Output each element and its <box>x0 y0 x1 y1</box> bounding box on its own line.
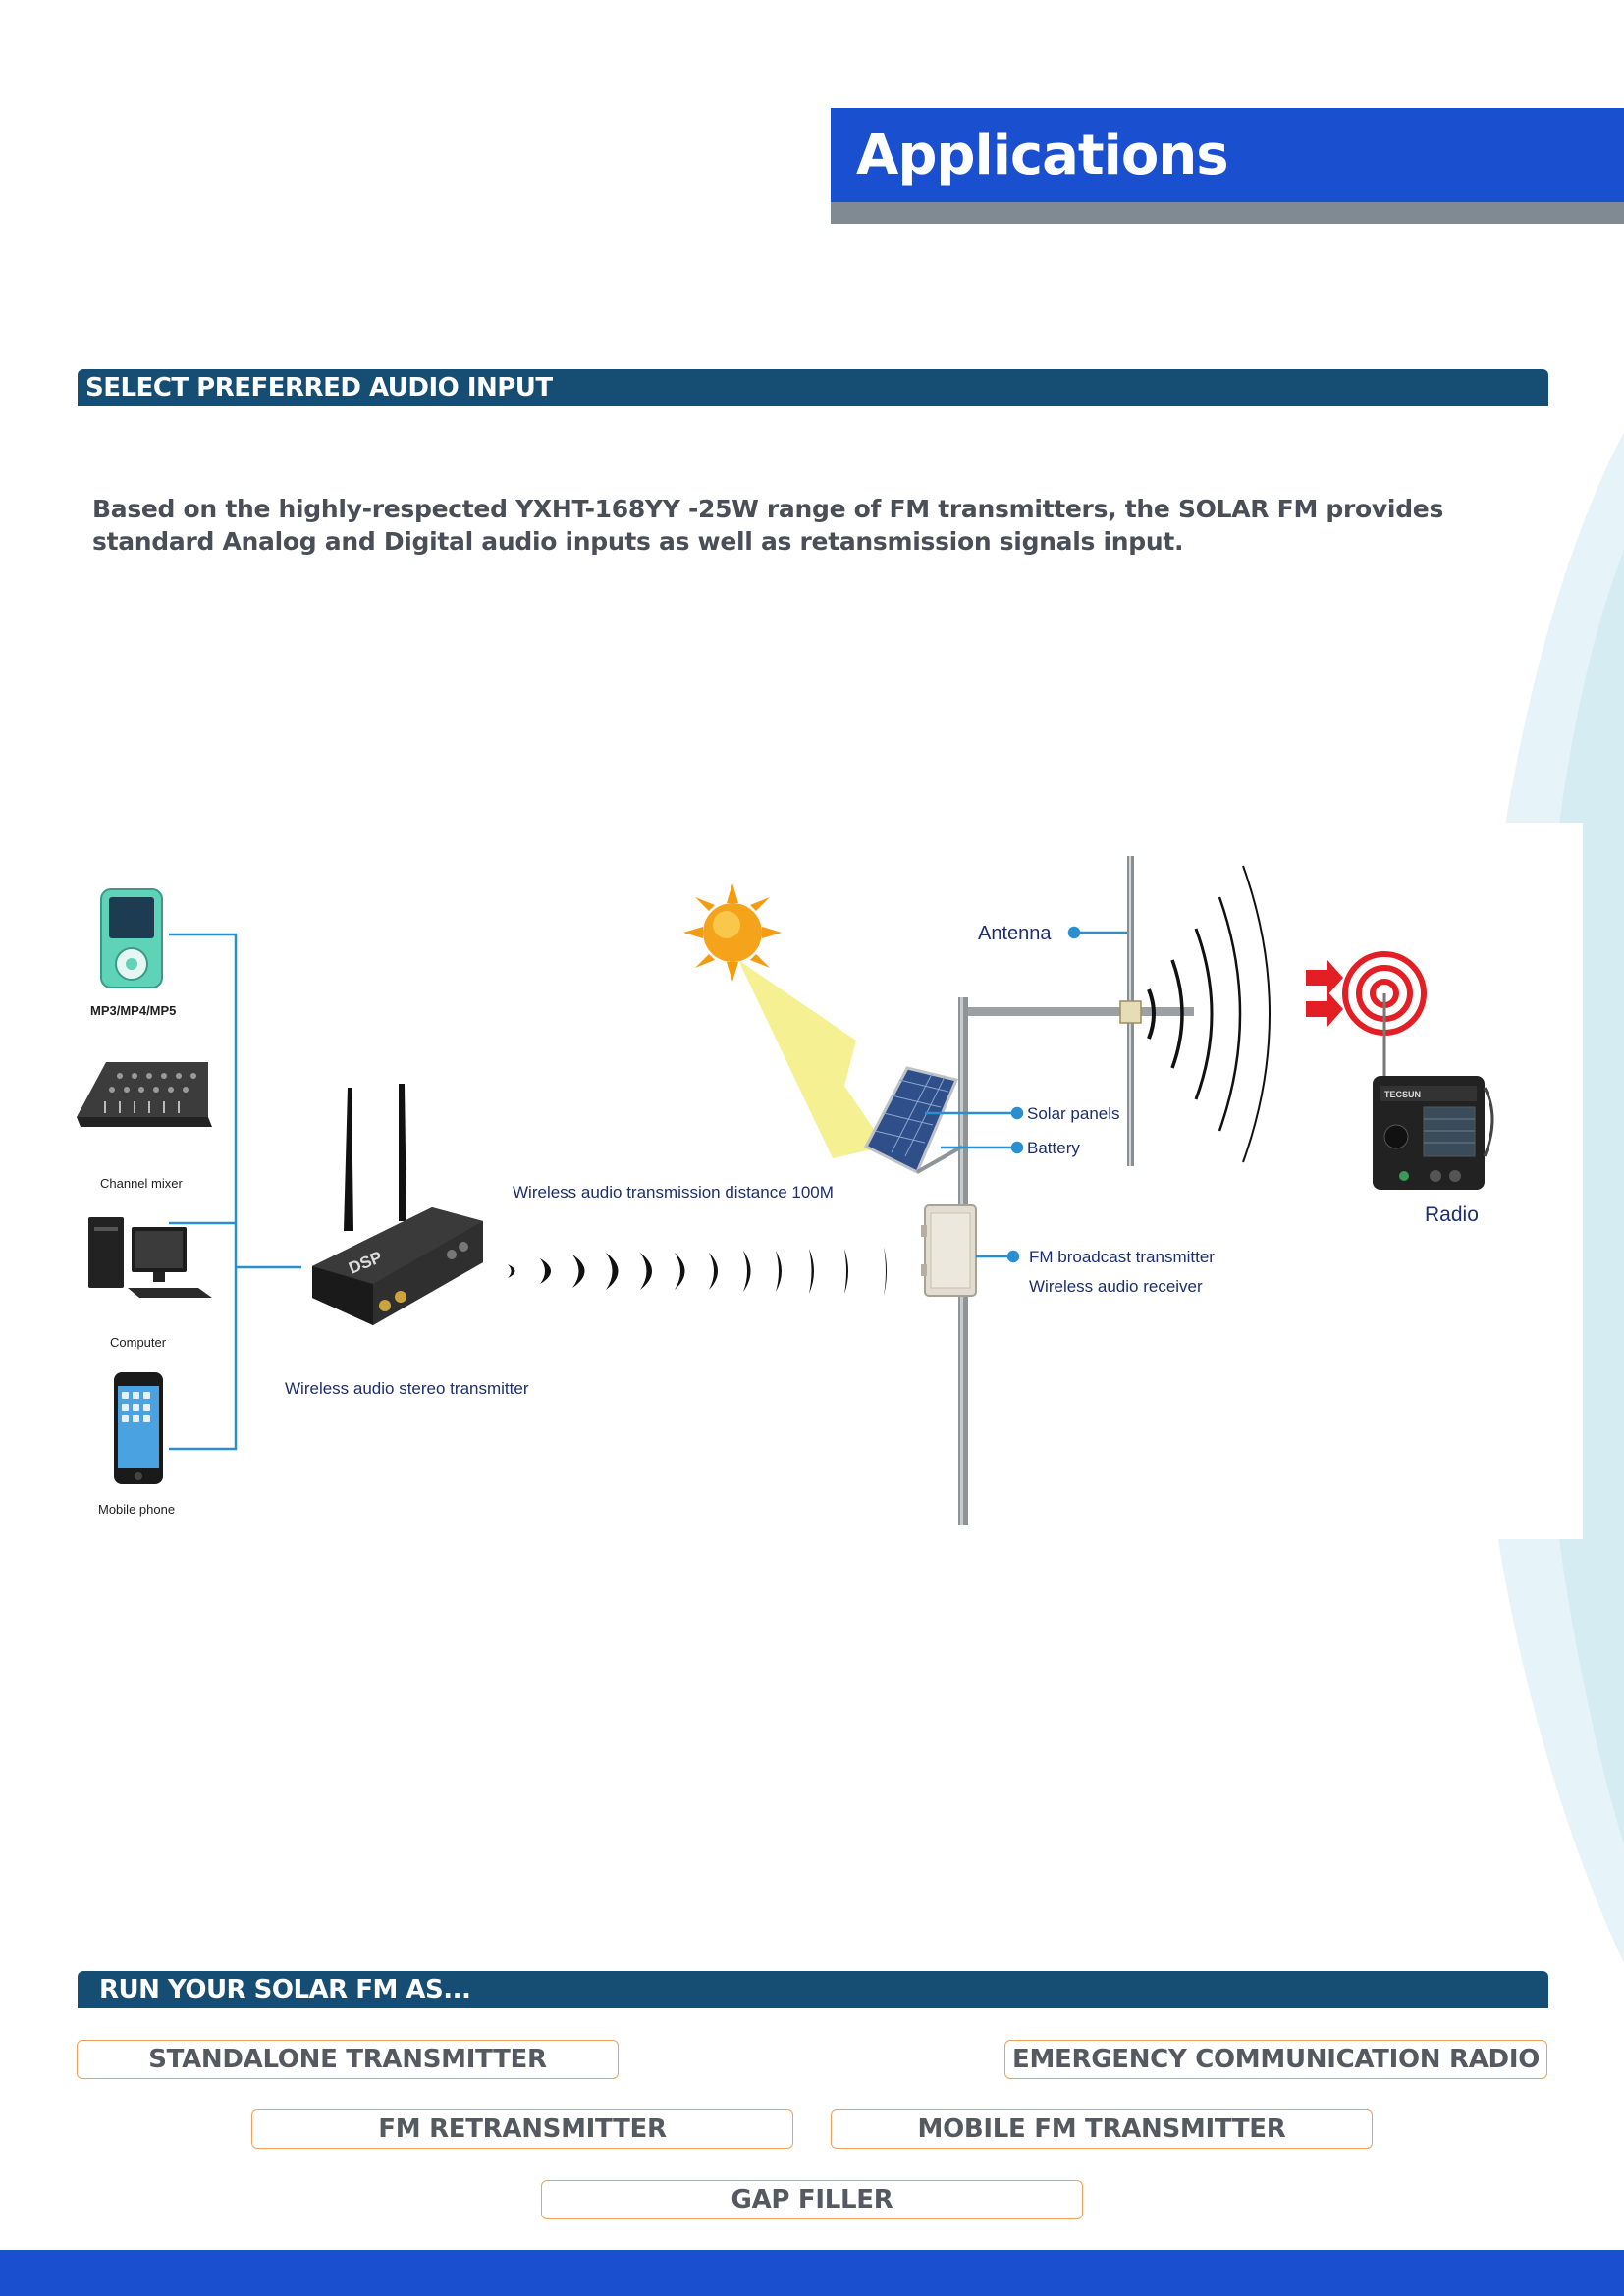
source-label-computer: Computer <box>110 1335 167 1350</box>
transmission-distance-label: Wireless audio transmission distance 100… <box>513 1183 834 1201</box>
wireless-waves-icon <box>508 1247 887 1296</box>
source-label-channel-mixer: Channel mixer <box>100 1176 183 1191</box>
battery-label: Battery <box>1027 1139 1080 1157</box>
mobile-phone-icon <box>114 1372 163 1484</box>
mp3-player-icon <box>100 888 163 988</box>
antenna-icon <box>1119 856 1142 1166</box>
dsp-transmitter-icon: DSP <box>312 1084 483 1325</box>
sun-icon <box>683 883 886 1158</box>
intro-paragraph: Based on the highly-respected YXHT-168YY… <box>92 495 1444 556</box>
solar-battery-callouts <box>925 1106 1024 1154</box>
solar-panel-icon <box>863 1066 963 1175</box>
option-gap-filler: GAP FILLER <box>541 2180 1083 2219</box>
fm-transmitter-label: FM broadcast transmitter <box>1029 1248 1215 1266</box>
fm-transmitter-enclosure-icon <box>921 1204 977 1297</box>
channel-mixer-icon <box>77 1062 212 1127</box>
solar-panels-label: Solar panels <box>1027 1104 1120 1123</box>
source-connector-lines <box>169 933 301 1451</box>
option-mobile-fm-transmitter: MOBILE FM TRANSMITTER <box>831 2109 1373 2149</box>
source-label-mp3: MP3/MP4/MP5 <box>90 1003 176 1018</box>
wireless-receiver-label: Wireless audio receiver <box>1029 1277 1203 1296</box>
option-emergency-communication-radio: EMERGENCY COMMUNICATION RADIO <box>1004 2040 1547 2079</box>
title-band <box>831 108 1624 202</box>
antenna-callout <box>1067 926 1127 939</box>
antenna-label: Antenna <box>978 923 1052 944</box>
broadcast-waves-icon <box>1147 865 1271 1163</box>
signal-arrows-icon <box>1306 960 1343 1027</box>
section-heading-run-as: RUN YOUR SOLAR FM AS... <box>78 1971 1548 2008</box>
solar-fm-system-diagram: MP3/MP4/MP5 Channel mixer Computer Mo <box>77 823 1583 1539</box>
section-heading-audio-input: SELECT PREFERRED AUDIO INPUT <box>78 369 1548 406</box>
radio-icon: TECSUN <box>1373 993 1494 1190</box>
radio-brand: TECSUN <box>1384 1090 1421 1099</box>
source-label-mobile-phone: Mobile phone <box>98 1502 175 1517</box>
radio-label: Radio <box>1425 1203 1479 1226</box>
footer-band <box>0 2250 1624 2296</box>
option-standalone-transmitter: STANDALONE TRANSMITTER <box>77 2040 619 2079</box>
computer-icon <box>88 1217 212 1298</box>
stereo-transmitter-label: Wireless audio stereo transmitter <box>285 1379 529 1398</box>
option-fm-retransmitter: FM RETRANSMITTER <box>251 2109 793 2149</box>
fm-transmitter-callout <box>976 1250 1020 1263</box>
page-title: Applications <box>856 124 1229 187</box>
title-band-shadow <box>831 202 1624 224</box>
